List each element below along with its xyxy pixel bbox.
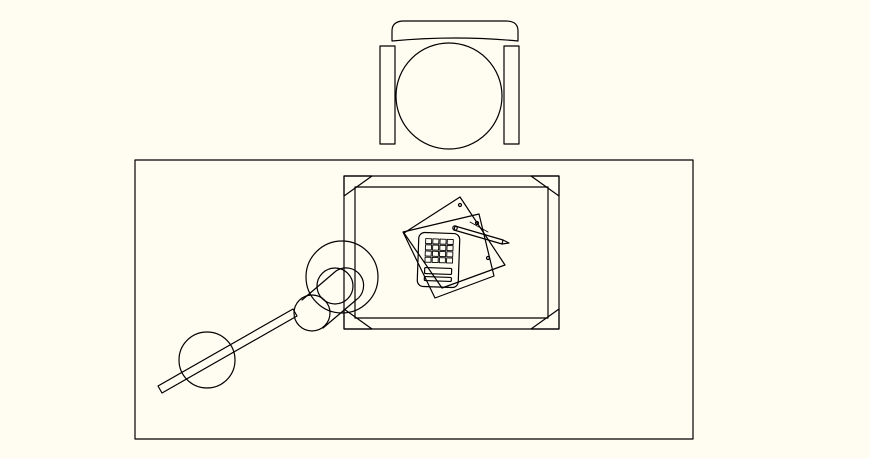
calculator-key	[432, 238, 440, 245]
pen	[452, 225, 510, 245]
calculator-key	[446, 257, 454, 264]
lamp-arm	[157, 308, 298, 394]
blotter-inner	[354, 186, 549, 319]
chair-right-armrest	[503, 45, 520, 145]
calculator-key	[438, 257, 446, 264]
blotter-corner-bottom-right	[530, 308, 560, 330]
lamp-head	[301, 267, 365, 329]
paper-sheet-back	[403, 196, 506, 289]
calculator-bottom-bar	[423, 275, 452, 283]
pen-cap-end	[452, 225, 458, 231]
paper-sheet-front	[402, 213, 495, 299]
desk	[134, 159, 694, 440]
desk-lamp	[157, 240, 379, 394]
paper-fold-line	[469, 221, 489, 233]
office-chair	[379, 20, 520, 150]
desk-blotter	[343, 175, 560, 330]
lamp-base	[178, 331, 236, 389]
calculator-key	[424, 244, 432, 251]
calculator-key	[439, 244, 447, 251]
calculator-key	[424, 250, 432, 257]
calculator-key	[446, 251, 454, 258]
calculator-key	[424, 256, 432, 263]
lamp-shade-inner	[316, 267, 354, 305]
pen-tip	[501, 239, 510, 245]
paper-binder-hole	[485, 255, 491, 261]
calculator-key	[432, 244, 440, 251]
blotter-outer	[343, 175, 560, 330]
lamp-shade-outer	[305, 240, 379, 314]
paper-binder-hole	[474, 220, 480, 226]
blotter-corner-top-left	[343, 175, 373, 197]
blotter-corner-bottom-left	[343, 308, 373, 330]
calculator-key	[446, 245, 454, 252]
calculator-keypad	[424, 238, 454, 264]
lamp-head-cap	[293, 294, 331, 332]
blotter-corner-top-right	[530, 175, 560, 197]
calculator-key	[431, 256, 439, 264]
calculator-key	[446, 238, 454, 245]
calculator-key	[439, 251, 447, 258]
calculator	[416, 231, 461, 289]
calculator-display	[423, 266, 453, 276]
calculator-key	[431, 250, 439, 257]
chair-left-armrest	[379, 45, 396, 145]
chair-backrest	[391, 20, 519, 42]
calculator-body	[416, 231, 461, 289]
calculator-key	[425, 238, 433, 245]
paper-sheets	[402, 196, 506, 299]
chair-seat	[395, 42, 503, 150]
paper-binder-hole	[457, 202, 463, 208]
calculator-key	[439, 238, 447, 245]
